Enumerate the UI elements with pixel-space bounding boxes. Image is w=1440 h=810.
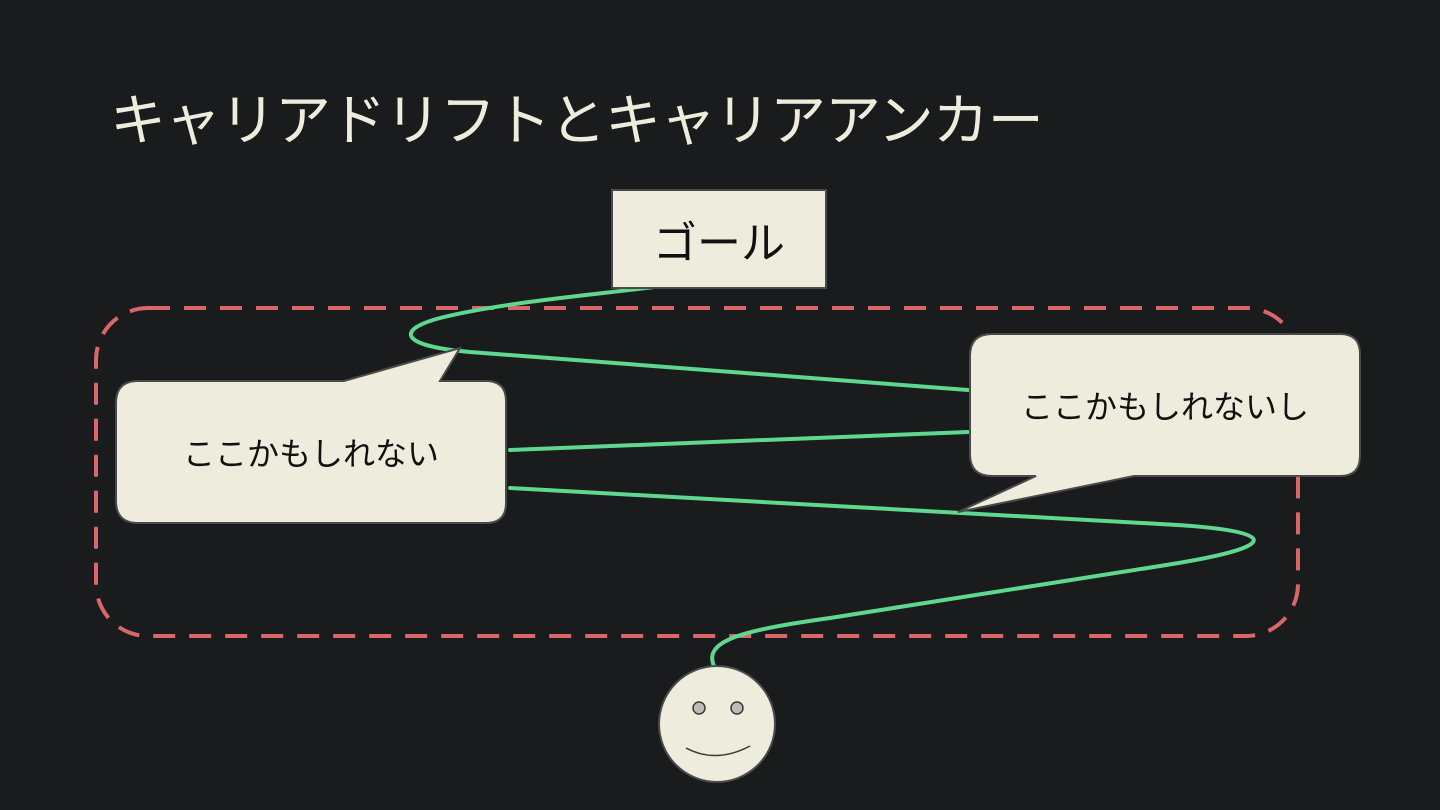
speech-bubble-left-text: ここかもしれない	[182, 435, 439, 473]
speech-bubble-right-text: ここかもしれないし	[1020, 388, 1309, 426]
slide-title: キャリアドリフトとキャリアアンカー	[110, 89, 1044, 154]
left-eye	[692, 701, 706, 715]
smile	[685, 745, 751, 757]
goal-box: ゴール	[611, 189, 827, 289]
right-eye	[730, 701, 744, 715]
speech-bubble-right	[957, 333, 1361, 513]
speech-bubble-left	[115, 346, 507, 524]
dashed-region	[94, 306, 1300, 638]
person-smiley-icon	[658, 665, 776, 783]
goal-label: ゴール	[653, 218, 785, 269]
